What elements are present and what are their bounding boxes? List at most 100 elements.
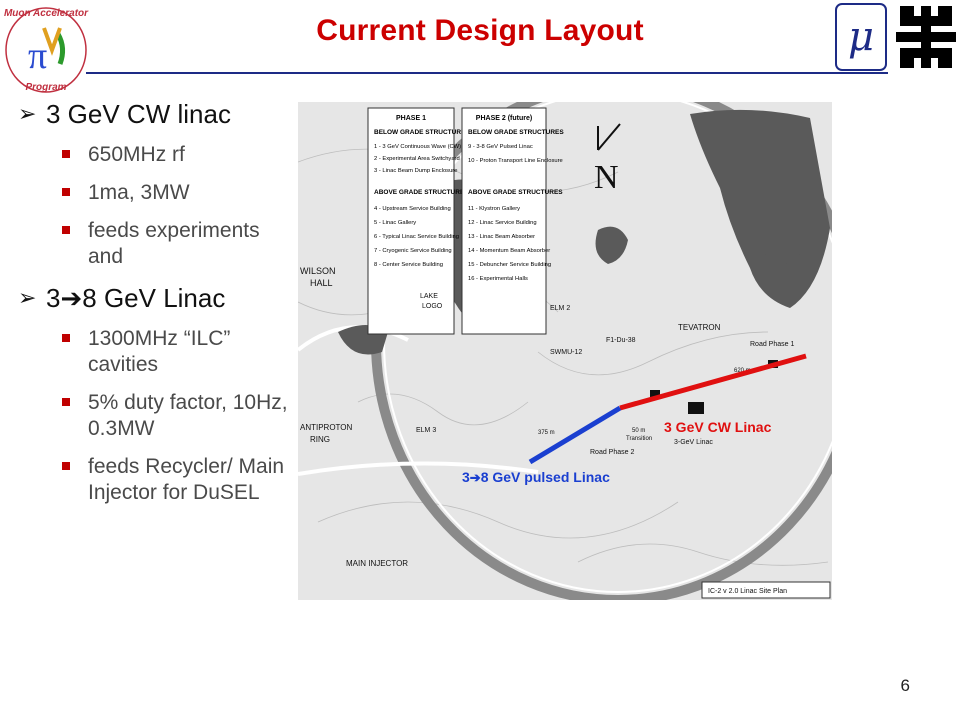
legend-phase1-above: ABOVE GRADE STRUCTURES [374, 189, 469, 196]
map-label-f1du: F1-Du-38 [606, 337, 636, 344]
bullet-text-pre: 3 [46, 283, 61, 313]
map-label-ring: RING [310, 435, 330, 444]
map-label-620m: 620 m [734, 368, 751, 374]
road [298, 461, 539, 476]
logo-text-top: Muon Accelerator [4, 8, 89, 19]
logo-nu-mark [55, 32, 66, 65]
map-label-50m: 50 m [632, 428, 645, 434]
sub-bullet: feeds Recycler/ Main Injector for DuSEL [18, 454, 298, 506]
sub-bullet-text: 1ma, 3MW [88, 181, 190, 204]
bullet-text-post: 8 GeV Linac [82, 283, 226, 313]
legend-item: 13 - Linac Beam Absorber [468, 234, 535, 240]
bullet-list: ➢ 3 GeV CW linac 650MHz rf 1ma, 3MW feed… [18, 98, 298, 518]
legend-item: 11 - Klystron Gallery [468, 206, 520, 212]
sub-bullet-text: feeds Recycler/ Main Injector for DuSEL [88, 455, 285, 504]
map-label-swmu: SWMU-12 [550, 349, 582, 356]
cw-linac-line [619, 353, 807, 411]
page-number: 6 [900, 676, 910, 695]
legend-phase2-title: PHASE 2 (future) [476, 115, 532, 122]
sub-bullet: 5% duty factor, 10Hz, 0.3MW [18, 390, 298, 442]
legend-item: 16 - Experimental Halls [468, 276, 528, 282]
logo-pi-symbol: π [28, 35, 47, 77]
legend-phase2-below: BELOW GRADE STRUCTURES [468, 129, 564, 136]
legend-item: 8 - Center Service Building [374, 262, 443, 268]
square-bullet-icon [62, 398, 70, 406]
map-label-375m: 375 m [538, 430, 555, 436]
arrow-bullet-icon: ➢ [18, 285, 37, 310]
building [650, 390, 660, 398]
sub-bullet: 1ma, 3MW [18, 180, 298, 206]
legend-item: 4 - Upstream Service Building [374, 206, 451, 212]
map-label-main-injector: MAIN INJECTOR [346, 559, 408, 568]
building [688, 402, 704, 414]
legend-item: 6 - Typical Linac Service Building [374, 234, 459, 240]
cw-linac-overlay-label: 3 GeV CW Linac [664, 419, 772, 435]
square-bullet-icon [62, 226, 70, 234]
fermilab-mark [896, 6, 956, 68]
map-label-elm3: ELM 3 [416, 427, 436, 434]
map-label-road2: Road Phase 2 [590, 449, 634, 456]
map-label-tevatron: TEVATRON [678, 323, 721, 332]
sub-bullet-text: feeds experiments and [88, 219, 260, 268]
north-arrow-icon [597, 123, 621, 151]
plan-caption-box [701, 581, 831, 599]
sub-bullet-text: 650MHz rf [88, 143, 185, 166]
legend-item: 14 - Momentum Beam Absorber [468, 248, 550, 254]
sub-bullet: 1300MHz “ILC” cavities [18, 326, 298, 378]
bullet-pulsed-linac: ➢ 3➔8 GeV Linac [18, 282, 298, 314]
muon-accelerator-program-logo: Muon Accelerator π Program [4, 7, 89, 93]
right-arrow-icon: ➔ [470, 470, 481, 485]
legend-phase1: PHASE 1 BELOW GRADE STRUCTURES 1 - 3 GeV… [367, 107, 477, 335]
square-bullet-icon [62, 334, 70, 342]
logo-v-mark [42, 27, 62, 56]
map-label-antiproton: ANTIPROTON [300, 423, 353, 432]
legend-phase1-below: BELOW GRADE STRUCTURES [374, 129, 470, 136]
arrow-bullet-icon: ➢ [18, 101, 37, 126]
bullet-text: 3 GeV CW linac [46, 99, 231, 129]
map-label-lake: LAKE [420, 293, 438, 300]
legend-item: 2 - Experimental Area Switchyard [374, 156, 460, 162]
linac-site-map: PHASE 1 BELOW GRADE STRUCTURES 1 - 3 GeV… [298, 102, 832, 600]
slide-title: Current Design Layout [316, 14, 644, 47]
title-rule [86, 72, 888, 74]
mu-symbol: μ [848, 14, 874, 60]
map-label-cw-small: 3-GeV Linac [674, 439, 713, 446]
fermilab-logo [896, 6, 956, 68]
right-arrow-icon: ➔ [60, 283, 83, 313]
map-label-road1: Road Phase 1 [750, 341, 794, 348]
legend-item: 9 - 3-8 GeV Pulsed Linac [468, 144, 533, 150]
map-label-logo: LOGO [422, 303, 443, 310]
square-bullet-icon [62, 150, 70, 158]
pulsed-linac-line [528, 405, 622, 465]
north-arrow: N [594, 123, 621, 196]
square-bullet-icon [62, 462, 70, 470]
pond [595, 226, 628, 264]
mu-logo: μ [835, 3, 887, 71]
mu-logo-frame [835, 3, 887, 71]
legend-phase2-above: ABOVE GRADE STRUCTURES [468, 189, 563, 196]
plan-caption: IC-2 v 2.0 Linac Site Plan [708, 588, 787, 595]
legend-item: 3 - Linac Beam Dump Enclosure [374, 168, 457, 174]
legend-item: 10 - Proton Transport Line Enclosure [468, 158, 563, 164]
pond [762, 228, 804, 266]
square-bullet-icon [62, 188, 70, 196]
north-label: N [594, 159, 619, 196]
legend-phase2: PHASE 2 (future) BELOW GRADE STRUCTURES … [461, 107, 564, 335]
pulsed-linac-overlay-pre: 3➔8 GeV pulsed Linac [462, 469, 610, 485]
sub-bullet: feeds experiments and [18, 218, 298, 270]
logo-ring [5, 7, 87, 93]
legend-item: 7 - Cryogenic Service Building [374, 248, 452, 254]
map-label-wilson: WILSON [300, 266, 336, 276]
legend-item: 5 - Linac Gallery [374, 220, 416, 226]
legend-item: 12 - Linac Service Building [468, 220, 537, 226]
map-label-transition: Transition [626, 436, 652, 442]
sub-bullet-text: 5% duty factor, 10Hz, 0.3MW [88, 391, 288, 440]
sub-bullet: 650MHz rf [18, 142, 298, 168]
legend-item: 15 - Debuncher Service Building [468, 262, 551, 268]
map-label-hall: HALL [310, 278, 333, 288]
logo-text-bottom: Program [25, 82, 66, 93]
map-label-elm2: ELM 2 [550, 305, 570, 312]
legend-item: 1 - 3 GeV Continuous Wave (CW) Linac [374, 144, 477, 150]
bullet-cw-linac: ➢ 3 GeV CW linac [18, 98, 298, 130]
legend-phase1-title: PHASE 1 [396, 115, 426, 122]
